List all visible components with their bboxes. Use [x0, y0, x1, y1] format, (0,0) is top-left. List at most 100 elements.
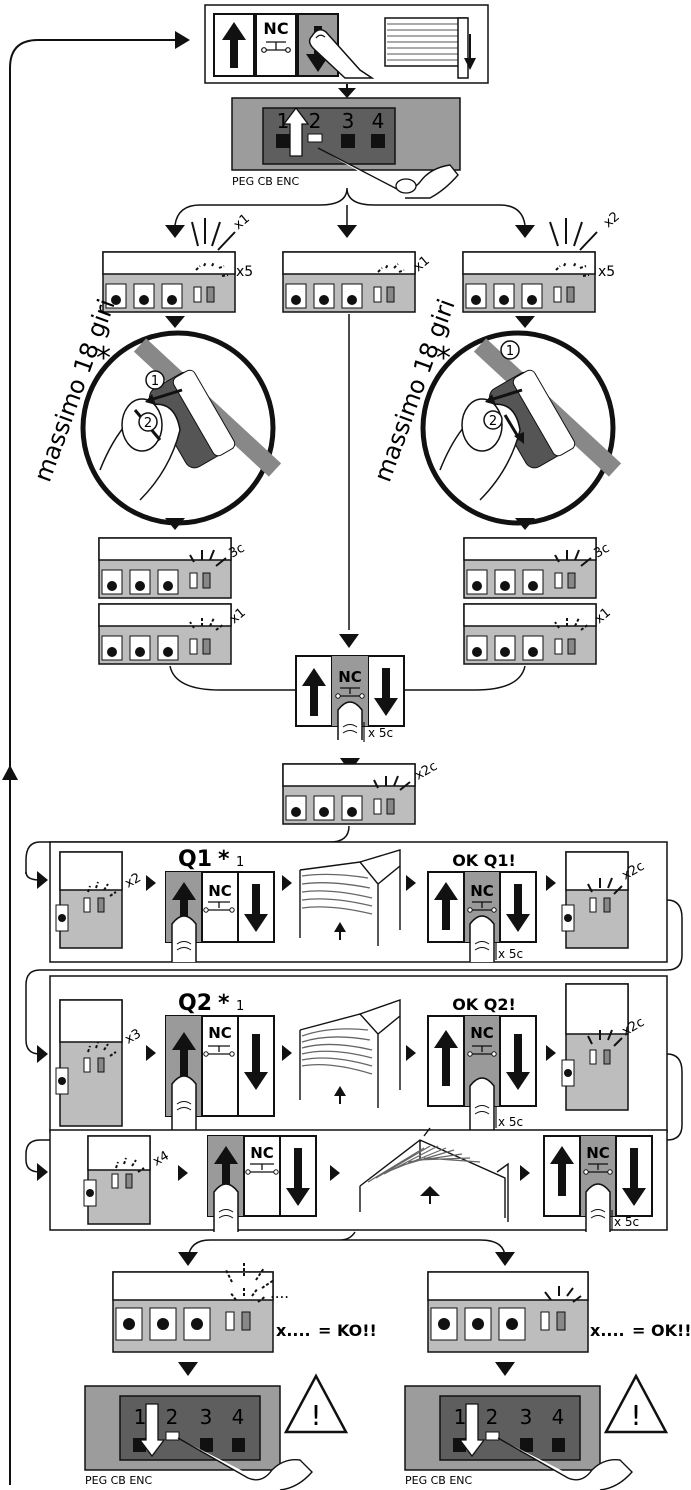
shutter-opening-icon-q1: [299, 849, 401, 946]
dip-num-3: 3: [342, 109, 355, 133]
adjust-star-right: *: [436, 341, 451, 376]
control-panel-x1-left: [98, 603, 232, 665]
dip-num-br-2: 2: [486, 1405, 499, 1429]
result-ok: = OK!!: [632, 1321, 691, 1340]
nc-label-q1-ok: NC: [470, 882, 494, 900]
q1-star: *: [218, 847, 230, 872]
blink-x-dots-ok: x....: [590, 1321, 625, 1340]
dip-switch-bottom-right: [404, 1385, 633, 1490]
limit-adjust-left: [80, 330, 282, 526]
dip-label-top: PEG CB ENC: [232, 175, 300, 188]
blink-x-dots-ko: x....: [276, 1321, 311, 1340]
adjust-star-left: *: [96, 341, 111, 376]
dip-num-1: 1: [277, 109, 290, 133]
dip-num-br-4: 4: [552, 1405, 565, 1429]
control-panel-ok: [427, 1271, 589, 1353]
nc-label-q2: NC: [208, 1024, 232, 1042]
control-panel-x1-right: [463, 603, 597, 665]
loop-back-connector: [2, 31, 190, 1485]
dip-num-bl-1: 1: [134, 1405, 147, 1429]
warning-mark-left: !: [310, 1399, 321, 1432]
q2-step-box: x3 Q2 * 1 NC OK Q2!: [37, 975, 668, 1133]
warning-icon-left: [283, 1373, 349, 1434]
control-panel-ko: [112, 1262, 275, 1353]
dip-num-br-3: 3: [520, 1405, 533, 1429]
q1-step-box: x2 Q1 * 1 NC OK Q1!: [25, 841, 668, 963]
blink-x5-left: x5: [236, 264, 253, 280]
limit-adjust-right: [420, 330, 622, 526]
pressing-finger-icon: [308, 29, 375, 79]
control-panel-x2c: [282, 763, 416, 825]
dip-switch-top: 1 2 3 4: [231, 97, 461, 199]
dip-label-bottom-right: PEG CB ENC: [405, 1474, 473, 1487]
q1-panel-left: [55, 851, 123, 949]
blink-dots-ko: ....: [270, 1284, 289, 1302]
nc-label-x4-ok: NC: [586, 1144, 610, 1162]
control-panel-3c-left: [98, 537, 232, 599]
q2-panel-left: [55, 999, 123, 1127]
dip-num-bl-3: 3: [200, 1405, 213, 1429]
blink-3c-left: 3c: [227, 541, 248, 562]
up-key: [213, 13, 255, 77]
control-panel-right: [462, 251, 596, 313]
blink-3c-right: 3c: [592, 541, 613, 562]
nc-label-q2-ok: NC: [470, 1024, 494, 1042]
shutter-closing-icon: [384, 17, 476, 79]
q2-ok-keypad: [427, 1015, 537, 1132]
nc-label-q1: NC: [208, 882, 232, 900]
x4-panel-left: [83, 1135, 151, 1225]
warning-mark-right: !: [630, 1399, 641, 1432]
q2-panel-right: [561, 983, 629, 1111]
step1-left: 1: [151, 374, 159, 389]
blink-x2c-center: x2c: [413, 759, 441, 784]
result-ko: = KO!!: [318, 1321, 377, 1340]
q1-title: Q1: [178, 847, 212, 872]
press-x5c-center: x 5c: [368, 726, 393, 740]
blink-x3-q2: x3: [123, 1026, 144, 1047]
q1-ok-keypad: [427, 871, 537, 962]
blink-x5-right: x5: [598, 264, 615, 280]
control-panel-left: [102, 251, 236, 313]
q1-keypad: [165, 871, 275, 962]
q1-ok: OK Q1!: [452, 851, 516, 870]
press-x5c-q1: x 5c: [498, 947, 523, 961]
step1-right: 1: [506, 344, 514, 359]
keypad-center: [295, 655, 405, 742]
q1-sup: 1: [236, 855, 244, 870]
nc-label-x4: NC: [250, 1144, 274, 1162]
x4-ok-keypad: [543, 1135, 653, 1232]
nc-key: NC: [255, 13, 297, 77]
step2-left: 2: [144, 416, 152, 431]
blink-x2-q1: x2: [123, 870, 144, 891]
dip-num-4: 4: [372, 109, 385, 133]
dip-num-2: 2: [309, 109, 322, 133]
blink-x2-right: x2: [601, 209, 623, 231]
q2-ok: OK Q2!: [452, 995, 516, 1014]
step2-right: 2: [489, 414, 497, 429]
control-panel-3c-right: [463, 537, 597, 599]
q2-keypad: [165, 1015, 275, 1132]
top-operation-panel: NC: [204, 4, 489, 84]
dip-label-bottom-left: PEG CB ENC: [85, 1474, 153, 1487]
control-panel-middle: [282, 251, 416, 313]
nc-label-center: NC: [338, 668, 362, 686]
dip-num-br-1: 1: [454, 1405, 467, 1429]
blink-x1-left: x1: [231, 211, 253, 233]
x4-step-box: x4 NC: [37, 1127, 668, 1232]
warning-icon-right: [603, 1373, 669, 1434]
dip-switch-bottom-left: [84, 1385, 313, 1490]
blink-rays-right: [549, 218, 598, 277]
q2-title: Q2: [178, 991, 212, 1016]
x4-keypad: [207, 1135, 317, 1232]
nc-label: NC: [263, 19, 288, 38]
q1-panel-right: [561, 851, 629, 949]
q2-star: *: [218, 991, 230, 1016]
press-x5c-x4: x 5c: [614, 1215, 639, 1229]
blink-x4: x4: [151, 1148, 172, 1169]
dip-num-bl-4: 4: [232, 1405, 245, 1429]
split-connector-top: [165, 187, 535, 238]
shutter-open-icon-x4: [359, 1127, 509, 1222]
press-x5c-q2: x 5c: [498, 1115, 523, 1129]
dip-num-bl-2: 2: [166, 1405, 179, 1429]
